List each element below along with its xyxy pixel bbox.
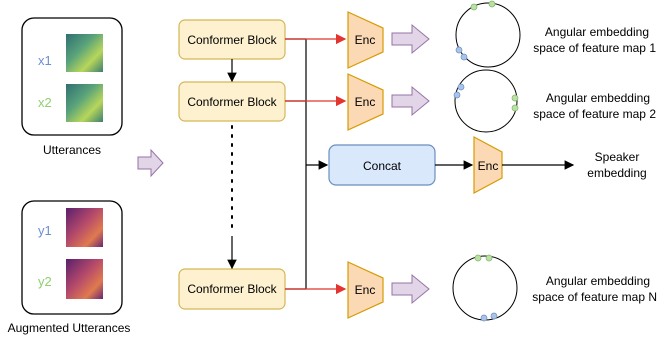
output-speaker-line1: Speaker xyxy=(595,150,640,164)
conformer-block-n: Conformer Block xyxy=(178,268,286,310)
spectrogram-y2 xyxy=(66,259,103,299)
x1-label: x1 xyxy=(38,53,52,68)
svg-text:Conformer Block: Conformer Block xyxy=(187,282,277,296)
y1-label: y1 xyxy=(38,223,52,238)
output-map2-line1: Angular embedding xyxy=(546,91,650,105)
x2-label: x2 xyxy=(38,95,52,110)
input-arrow xyxy=(137,148,164,178)
embedding-circle-2 xyxy=(453,69,519,133)
spectrogram-x1 xyxy=(66,34,103,72)
spectrogram-y1 xyxy=(66,208,103,247)
augmented-panel: y1 y2 xyxy=(21,200,123,315)
embedding-dot xyxy=(488,0,496,8)
embedding-dot xyxy=(460,53,468,61)
encoder-1: Enc xyxy=(347,11,384,69)
utterances-caption: Utterances xyxy=(43,143,101,157)
output-mapn-line2: space of feature map N xyxy=(532,290,657,304)
svg-text:Enc: Enc xyxy=(478,159,499,173)
spectrogram-x2 xyxy=(66,84,103,122)
encoder-n: Enc xyxy=(347,261,384,319)
encoder-2: Enc xyxy=(347,73,384,131)
utterances-panel: x1 x2 xyxy=(21,17,123,136)
svg-text:Enc: Enc xyxy=(355,283,376,297)
encoder-concat: Enc xyxy=(473,135,503,195)
embedding-dot xyxy=(457,83,465,91)
output-mapn-line1: Angular embedding xyxy=(546,274,650,288)
output-map2-line2: space of feature map 2 xyxy=(533,107,656,121)
embedding-dot xyxy=(511,94,519,102)
svg-text:Enc: Enc xyxy=(355,33,376,47)
svg-text:Concat: Concat xyxy=(363,159,402,173)
output-speaker-line2: embedding xyxy=(587,166,646,180)
embedding-dot xyxy=(455,46,463,54)
embedding-dot xyxy=(490,312,498,320)
embedding-dot xyxy=(470,3,478,11)
concat-block: Concat xyxy=(328,144,436,186)
svg-text:Conformer Block: Conformer Block xyxy=(187,33,277,47)
conformer-block-2: Conformer Block xyxy=(178,81,286,122)
embedding-dot xyxy=(485,254,493,262)
big-arrow-n xyxy=(391,273,430,305)
big-arrow-1 xyxy=(391,23,430,55)
embedding-dot xyxy=(480,314,488,322)
embedding-circle-1 xyxy=(455,0,521,68)
embedding-dot xyxy=(511,104,519,112)
output-map1-line1: Angular embedding xyxy=(545,25,649,39)
output-map1-line2: space of feature map 1 xyxy=(533,41,656,55)
embedding-dot xyxy=(453,91,461,99)
embedding-dot xyxy=(474,254,482,262)
big-arrow-2 xyxy=(391,85,430,117)
svg-text:Conformer Block: Conformer Block xyxy=(187,95,277,109)
conformer-block-1: Conformer Block xyxy=(178,19,286,60)
svg-text:Enc: Enc xyxy=(355,95,376,109)
embedding-circle-n xyxy=(452,254,518,322)
y2-label: y2 xyxy=(38,274,52,289)
augmented-caption: Augmented Utterances xyxy=(8,321,131,335)
